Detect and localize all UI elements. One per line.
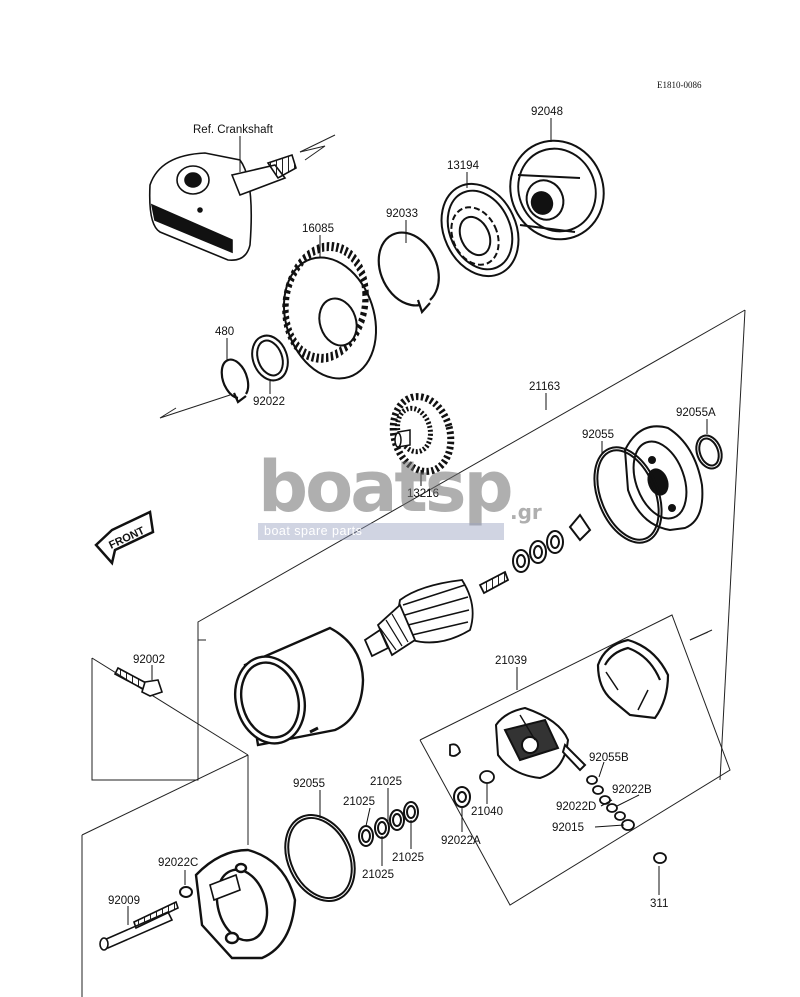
brush-holder-part: [494, 706, 587, 780]
o-ring-small-part: [695, 434, 723, 470]
terminal-part: [449, 743, 495, 784]
label-13216: 13216: [407, 488, 439, 500]
label-21025-b: 21025: [343, 796, 375, 808]
label-92022C: 92022C: [158, 857, 198, 869]
label-480: 480: [215, 326, 234, 338]
label-21025-c: 21025: [392, 852, 424, 864]
label-92033: 92033: [386, 208, 418, 220]
label-311: 311: [650, 898, 668, 910]
label-92055-bottom: 92055: [293, 778, 325, 790]
end-cover-part: [623, 425, 704, 532]
label-92009: 92009: [108, 895, 140, 907]
label-92022A: 92022A: [441, 835, 481, 847]
washer-92022C-part: [179, 886, 193, 898]
label-21163: 21163: [529, 381, 560, 393]
label-13194: 13194: [447, 160, 480, 172]
leader-lines: [127, 118, 708, 925]
label-92055A: 92055A: [676, 407, 716, 419]
shim-washers-part: [512, 513, 592, 573]
label-92015: 92015: [552, 822, 584, 834]
label-21025-a: 21025: [370, 776, 402, 788]
part-labels: Ref. Crankshaft 92048 13194 92033 16085 …: [108, 106, 716, 910]
label-92022: 92022: [253, 396, 285, 408]
front-direction-arrow: FRONT: [94, 510, 155, 566]
crankshaft-part: [148, 152, 297, 262]
yoke-part: [234, 626, 365, 747]
large-gear-part: [282, 242, 378, 380]
snap-ring-part: [220, 358, 250, 404]
one-way-clutch-part: [440, 182, 520, 278]
bolt-92009-part: [99, 900, 179, 951]
label-92022D: 92022D: [556, 801, 596, 813]
label-92002: 92002: [133, 654, 165, 666]
label-92055-top: 92055: [582, 429, 614, 441]
bottom-o-ring-part: [284, 814, 356, 902]
label-16085: 16085: [302, 223, 334, 235]
armature-part: [363, 570, 510, 658]
idle-gear-part: [389, 393, 455, 475]
label-92048: 92048: [531, 106, 563, 118]
small-fasteners-part: [586, 775, 667, 864]
label-ref-crankshaft: Ref. Crankshaft: [193, 124, 274, 136]
o-ring-large-part: [593, 446, 663, 544]
circlip-part: [377, 231, 440, 315]
label-92022B: 92022B: [612, 784, 652, 796]
washer-part: [251, 334, 289, 382]
bolt-92002-part: [113, 666, 164, 697]
rear-cover-part: [194, 848, 297, 960]
brush-cover-part: [596, 638, 670, 720]
clutch-housing-part: [509, 139, 605, 241]
drawing-code: E1810-0086: [657, 80, 702, 90]
label-21040: 21040: [471, 806, 503, 818]
label-21025-d: 21025: [362, 869, 394, 881]
label-92055B: 92055B: [589, 752, 629, 764]
label-21039: 21039: [495, 655, 527, 667]
